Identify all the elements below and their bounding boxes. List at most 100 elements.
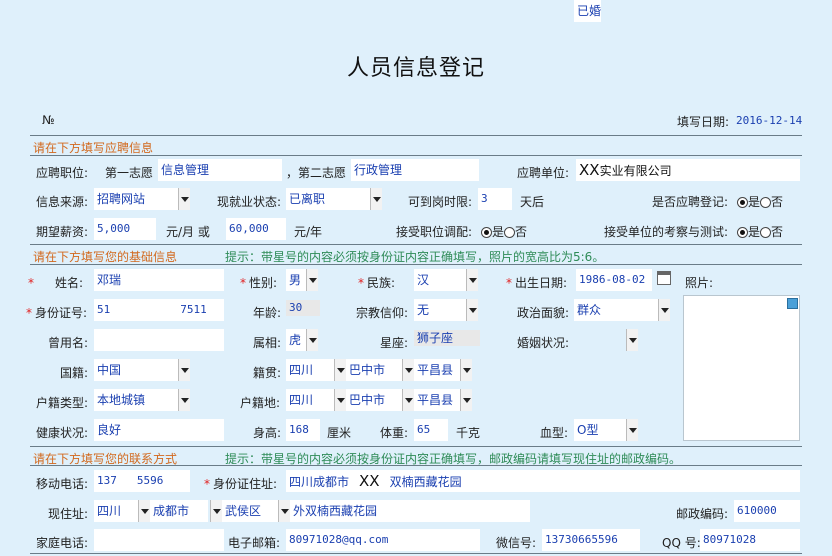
- second-choice-input[interactable]: 行政管理: [351, 159, 479, 181]
- registered-yes-radio[interactable]: [737, 197, 748, 208]
- calendar-icon[interactable]: [657, 271, 671, 285]
- salary-month-input[interactable]: 5,000: [94, 218, 156, 240]
- chevron-down-icon[interactable]: [178, 389, 190, 411]
- id-address-label: *身份证住址:: [204, 477, 278, 491]
- home-phone-input[interactable]: [94, 529, 224, 551]
- adjust-yes-radio[interactable]: [481, 227, 492, 238]
- chevron-down-icon[interactable]: [178, 359, 190, 381]
- chevron-down-icon[interactable]: [306, 269, 318, 291]
- qq-label: QQ 号:: [662, 536, 701, 550]
- test-yes-radio[interactable]: [737, 227, 748, 238]
- section-title-contact: 请在下方填写您的联系方式: [33, 452, 178, 466]
- radio-label: 否: [771, 195, 784, 209]
- chevron-down-icon[interactable]: [402, 359, 414, 381]
- registered-no-radio[interactable]: [760, 197, 772, 208]
- employment-label: 现就业状态:: [217, 195, 282, 209]
- origin-county-select[interactable]: 平昌县: [414, 359, 460, 381]
- political-select[interactable]: 群众: [574, 299, 658, 321]
- chevron-down-icon[interactable]: [210, 500, 222, 522]
- current-detail-input[interactable]: 外双楠西藏花园: [290, 500, 530, 522]
- chevron-down-icon[interactable]: [466, 299, 478, 321]
- current-city-select[interactable]: 成都市: [150, 500, 208, 522]
- constellation-label: 星座:: [380, 336, 409, 350]
- divider: [30, 135, 802, 136]
- chevron-down-icon[interactable]: [402, 389, 414, 411]
- health-input[interactable]: 良好: [94, 419, 224, 441]
- nationality-select[interactable]: 中国: [94, 359, 178, 381]
- former-name-input[interactable]: [94, 329, 224, 351]
- zodiac-select[interactable]: 虎: [286, 329, 306, 351]
- mobile-part2: 5596: [136, 474, 164, 487]
- chevron-down-icon[interactable]: [658, 299, 670, 321]
- adjust-no-radio[interactable]: [504, 227, 516, 238]
- religion-select[interactable]: 无: [414, 299, 466, 321]
- postcode-input[interactable]: 610000: [734, 500, 800, 522]
- chevron-down-icon[interactable]: [626, 419, 638, 441]
- constellation-value: 狮子座: [414, 330, 480, 346]
- salary-month-unit: 元/月 或: [166, 225, 210, 239]
- first-choice-input[interactable]: 信息管理: [158, 159, 282, 181]
- email-input[interactable]: 80971028@qq.com: [286, 529, 480, 551]
- chevron-down-icon[interactable]: [334, 389, 346, 411]
- gender-select[interactable]: 男: [286, 269, 306, 291]
- hukou-type-select[interactable]: 本地城镇: [94, 389, 178, 411]
- photo-upload-box[interactable]: [683, 295, 800, 441]
- chevron-down-icon[interactable]: [370, 188, 382, 210]
- birth-input[interactable]: 1986-08-02: [576, 269, 652, 291]
- salary-year-unit: 元/年: [294, 225, 323, 239]
- available-input[interactable]: 3: [478, 188, 512, 210]
- chevron-down-icon[interactable]: [626, 329, 638, 351]
- radio-label: 否: [771, 225, 784, 239]
- id-address-xx: XX: [359, 472, 380, 490]
- chevron-down-icon[interactable]: [460, 359, 472, 381]
- source-label: 信息来源:: [36, 195, 89, 209]
- email-label: 电子邮箱:: [228, 536, 281, 550]
- test-no-radio[interactable]: [760, 227, 772, 238]
- employment-select[interactable]: 已离职: [286, 188, 370, 210]
- mobile-part1: 137: [97, 474, 117, 487]
- hukou-county-select[interactable]: 平昌县: [414, 389, 460, 411]
- weight-unit: 千克: [456, 426, 481, 440]
- chevron-down-icon[interactable]: [334, 359, 346, 381]
- chevron-down-icon[interactable]: [466, 269, 478, 291]
- divider: [30, 264, 802, 265]
- marital-select[interactable]: 已婚: [574, 0, 602, 22]
- wechat-input[interactable]: 13730665596: [542, 529, 640, 551]
- mobile-input[interactable]: 137 5596: [94, 470, 190, 492]
- weight-input[interactable]: 65: [414, 419, 448, 441]
- health-label: 健康状况:: [36, 426, 89, 440]
- height-label: 身高:: [253, 426, 282, 440]
- company-label: 应聘单位:: [517, 166, 570, 180]
- image-icon[interactable]: [787, 298, 798, 309]
- adjust-label: 接受职位调配:: [396, 225, 473, 239]
- name-input[interactable]: 邓瑞: [94, 269, 224, 291]
- former-name-label: 曾用名:: [48, 336, 89, 350]
- hukou-city-select[interactable]: 巴中市: [346, 389, 402, 411]
- nationality-label: 国籍:: [60, 366, 89, 380]
- chevron-down-icon[interactable]: [138, 500, 150, 522]
- current-district-select[interactable]: 武侯区: [222, 500, 278, 522]
- salary-year-input[interactable]: 60,000: [226, 218, 286, 240]
- source-select[interactable]: 招聘网站: [94, 188, 178, 210]
- origin-province-select[interactable]: 四川: [286, 359, 334, 381]
- chevron-down-icon[interactable]: [178, 188, 190, 210]
- blood-select[interactable]: O型: [574, 419, 626, 441]
- available-label: 可到岗时限:: [408, 195, 473, 209]
- registered-radio-group: 是否: [737, 193, 783, 210]
- hukou-province-select[interactable]: 四川: [286, 389, 334, 411]
- current-province-select[interactable]: 四川: [94, 500, 138, 522]
- chevron-down-icon[interactable]: [306, 329, 318, 351]
- ethnicity-label-text: 民族:: [367, 276, 396, 290]
- height-input[interactable]: 168: [286, 419, 320, 441]
- registered-label: 是否应聘登记:: [652, 195, 729, 209]
- chevron-down-icon[interactable]: [460, 389, 472, 411]
- origin-city-select[interactable]: 巴中市: [346, 359, 402, 381]
- company-input[interactable]: XX实业有限公司: [576, 159, 800, 181]
- birth-label: *出生日期:: [506, 276, 568, 290]
- chevron-down-icon[interactable]: [278, 500, 290, 522]
- qq-input[interactable]: 80971028: [700, 529, 800, 551]
- ethnicity-select[interactable]: 汉: [414, 269, 466, 291]
- birth-label-text: 出生日期:: [515, 276, 568, 290]
